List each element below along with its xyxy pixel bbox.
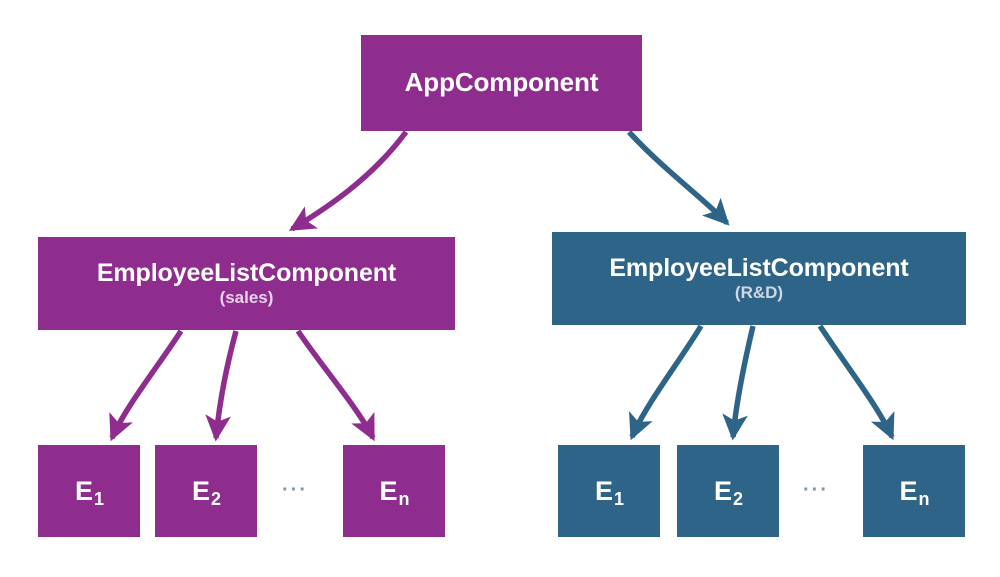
edge-sales-to-en [295,329,376,442]
node-app-component-label: AppComponent [404,67,599,98]
node-employee-list-rd[interactable]: EmployeeListComponent (R&D) [552,232,966,325]
leaf-letter: E [713,475,732,506]
leaf-subscript: 2 [211,488,222,509]
leaf-letter: E [594,475,613,506]
node-employee-list-sales-subtitle: (sales) [219,288,274,308]
leaf-letter: E [379,475,398,506]
leaf-subscript: 1 [614,488,625,509]
ellipsis-rd: ··· [803,479,829,501]
leaf-subscript: n [398,488,410,509]
node-app-component[interactable]: AppComponent [361,35,642,131]
leaf-letter: E [74,475,93,506]
edge-rd-to-e1 [629,324,704,441]
edge-sales-to-e1 [109,329,184,442]
edge-app-to-sales [288,130,409,232]
leaf-letter: E [899,475,918,506]
ellipsis-sales: ··· [282,479,308,501]
node-employee-list-rd-subtitle: (R&D) [734,283,784,303]
leaf-subscript: 2 [733,488,744,509]
leaf-subscript: 1 [94,488,105,509]
node-employee-list-rd-label: EmployeeListComponent [609,254,909,283]
leaf-subscript: n [918,488,930,509]
edge-rd-to-e2 [722,325,756,441]
leaf-letter: E [191,475,210,506]
edge-rd-to-en [817,324,895,441]
node-employee-list-sales[interactable]: EmployeeListComponent (sales) [38,237,455,330]
node-employee-list-sales-label: EmployeeListComponent [96,259,397,288]
edge-app-to-rd [626,130,730,226]
edge-sales-to-e2 [205,330,239,442]
